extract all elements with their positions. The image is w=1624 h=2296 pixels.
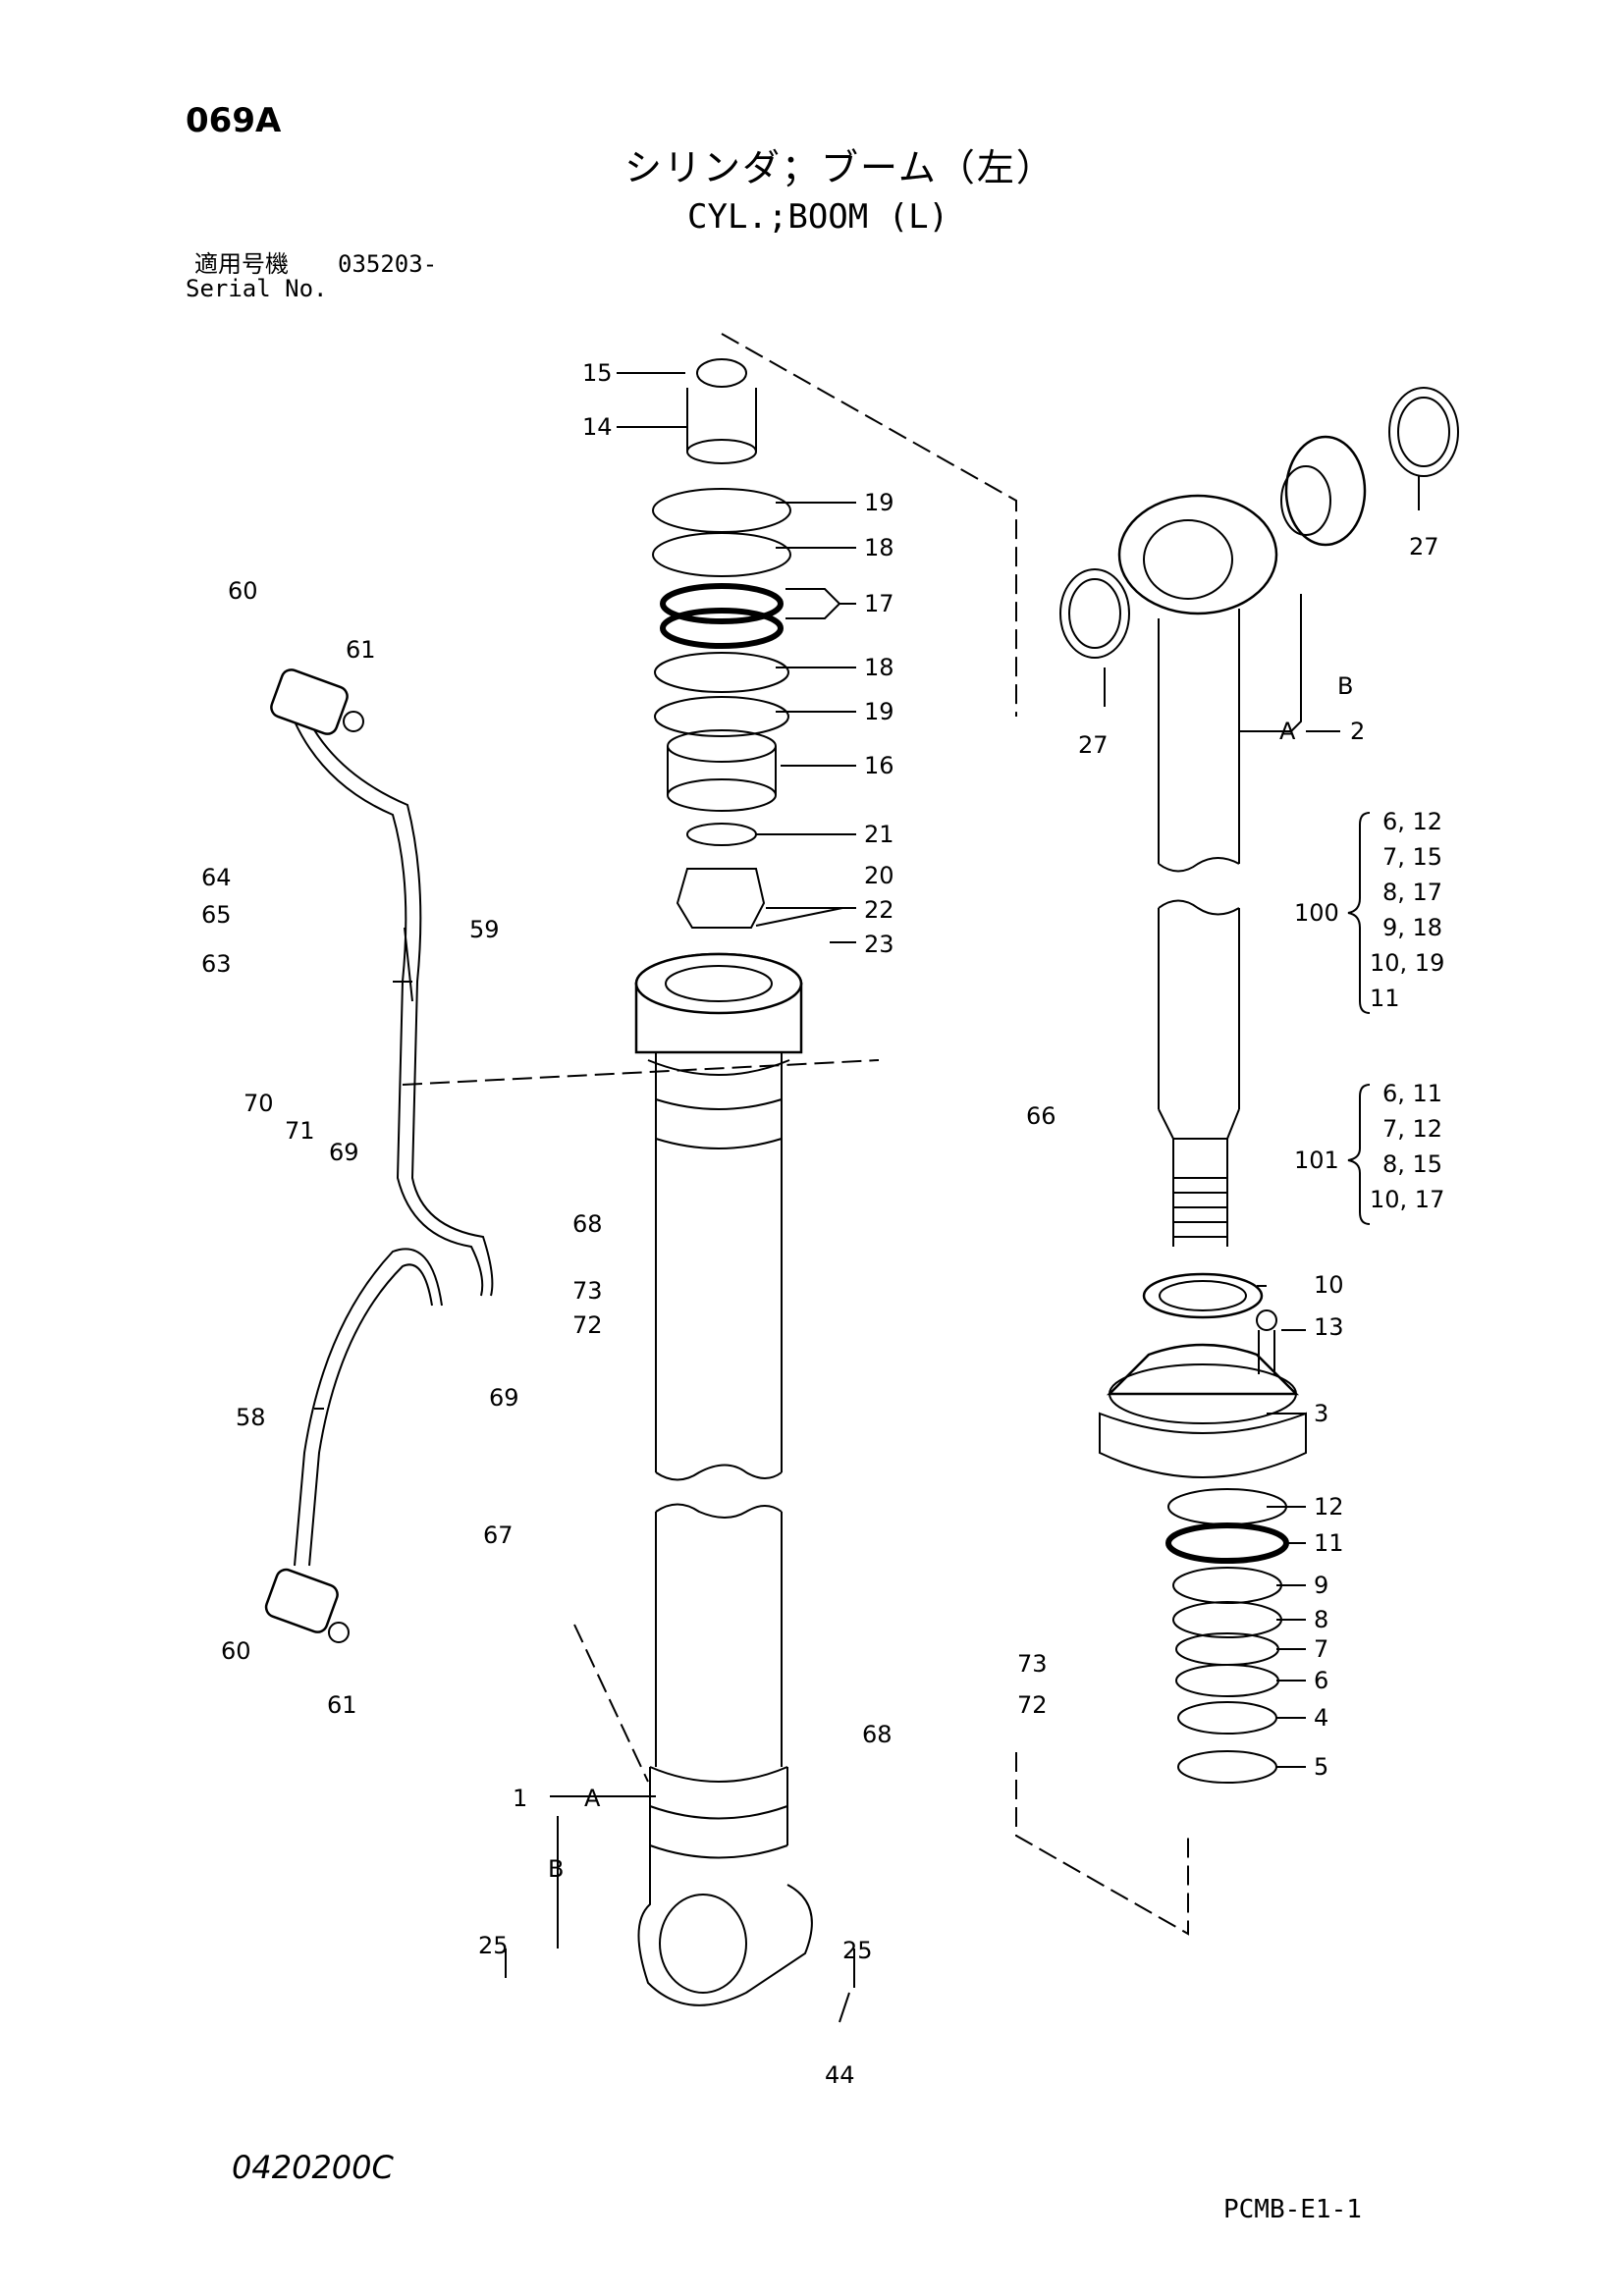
callout-67: 67 [483,1522,514,1549]
cylinder-head [1099,1272,1307,1478]
callout-7: 7 [1314,1635,1328,1663]
callout-68a: 68 [572,1210,603,1238]
callout-14: 14 [582,413,613,441]
leader-lines [314,333,1420,2023]
callout-19a: 19 [864,489,894,516]
callout-27b: 27 [1078,731,1109,759]
cylinder-tube-lower [637,1503,813,2006]
piston-seal-stack [1165,1488,1289,1784]
callout-18b: 18 [864,654,894,681]
kit-100-group: 100 6, 12 7, 15 8, 17 9, 18 10, 19 11 [1294,808,1444,1014]
callout-4: 4 [1314,1704,1328,1732]
callout-25b: 25 [842,1937,873,1964]
callout-44: 44 [825,2061,855,2089]
callout-27a: 27 [1409,533,1439,561]
kit-101-item: 6, 11 [1382,1080,1442,1107]
serial-label-english: Serial No. [186,275,328,302]
callout-72a: 72 [572,1311,603,1339]
callout-58: 58 [236,1404,266,1431]
kit-100-item: 10, 19 [1370,949,1444,977]
callout-22: 22 [864,896,894,924]
dust-seal-right-left [1059,568,1130,659]
callout-1: 1 [513,1785,527,1812]
serial-label-japanese: 適用号機 [194,250,289,278]
rod-seal-stack [652,358,791,929]
callout-10: 10 [1314,1271,1344,1299]
callout-60a: 60 [228,577,258,605]
kit-100-item: 8, 17 [1382,879,1442,906]
title-english: CYL.;BOOM (L) [687,197,949,237]
callout-20: 20 [864,862,894,889]
callout-73a: 73 [572,1277,603,1305]
hose-pipe-lower [264,1248,443,1643]
title-japanese: シリンダ；ブーム（左） [624,146,1056,189]
callout-71: 71 [285,1117,315,1145]
callout-68b: 68 [862,1721,893,1748]
serial-number-value: 035203- [338,250,438,278]
callout-63: 63 [201,950,232,978]
callout-5: 5 [1314,1753,1328,1781]
kit-101-item: 8, 15 [1382,1150,1442,1178]
callout-61b: 61 [327,1691,357,1719]
kit-100-item: 11 [1370,985,1400,1012]
callout-3: 3 [1314,1400,1328,1427]
bushing-right [1280,435,1367,547]
callout-21: 21 [864,821,894,848]
kit-101-label: 101 [1294,1147,1339,1174]
kit-100-label: 100 [1294,899,1339,927]
callout-66: 66 [1026,1102,1056,1130]
callout-A2: A [1279,718,1296,745]
dust-seal-right-upper [1388,387,1459,477]
callout-2: 2 [1350,718,1365,745]
callout-15: 15 [582,359,613,387]
callout-60b: 60 [221,1637,251,1665]
callout-6: 6 [1314,1667,1328,1694]
kit-101-item: 10, 17 [1370,1186,1444,1213]
piston-rod-upper [1117,494,1278,873]
callout-B1: B [548,1855,564,1883]
kit-100-item: 9, 18 [1382,914,1442,941]
callout-64: 64 [201,864,232,891]
callout-17: 17 [864,590,894,617]
callout-A1: A [584,1785,601,1812]
callout-8: 8 [1314,1606,1328,1633]
kit-101-group: 101 6, 11 7, 12 8, 15 10, 17 [1294,1080,1444,1225]
kit-100-item: 6, 12 [1382,808,1442,835]
callout-65: 65 [201,901,232,929]
callout-72b: 72 [1017,1691,1048,1719]
callout-9: 9 [1314,1572,1328,1599]
callout-19b: 19 [864,698,894,725]
piston-rod-lower [1158,899,1240,1247]
callout-11: 11 [1314,1529,1344,1557]
kit-100-item: 7, 15 [1382,843,1442,871]
page-reference: PCMB-E1-1 [1223,2195,1362,2224]
callout-23: 23 [864,931,894,958]
hose-pipe-upper [270,668,494,1297]
callout-18a: 18 [864,534,894,561]
callout-25a: 25 [478,1932,509,1959]
callout-16: 16 [864,752,894,779]
callout-69b: 69 [489,1384,519,1412]
cylinder-tube-upper [634,952,803,1481]
callout-61a: 61 [346,636,376,664]
callout-labels: 15 14 19 18 17 18 19 16 21 20 22 23 60 6… [201,359,1439,2089]
callout-13: 13 [1314,1313,1344,1341]
kit-101-item: 7, 12 [1382,1115,1442,1143]
callout-69a: 69 [329,1139,359,1166]
page-code: 069A [186,101,282,140]
callout-70: 70 [244,1090,274,1117]
callout-73b: 73 [1017,1650,1048,1678]
callout-B2: B [1337,672,1353,700]
drawing-number: 0420200C [232,2149,394,2186]
callout-12: 12 [1314,1493,1344,1521]
callout-59: 59 [469,916,500,943]
